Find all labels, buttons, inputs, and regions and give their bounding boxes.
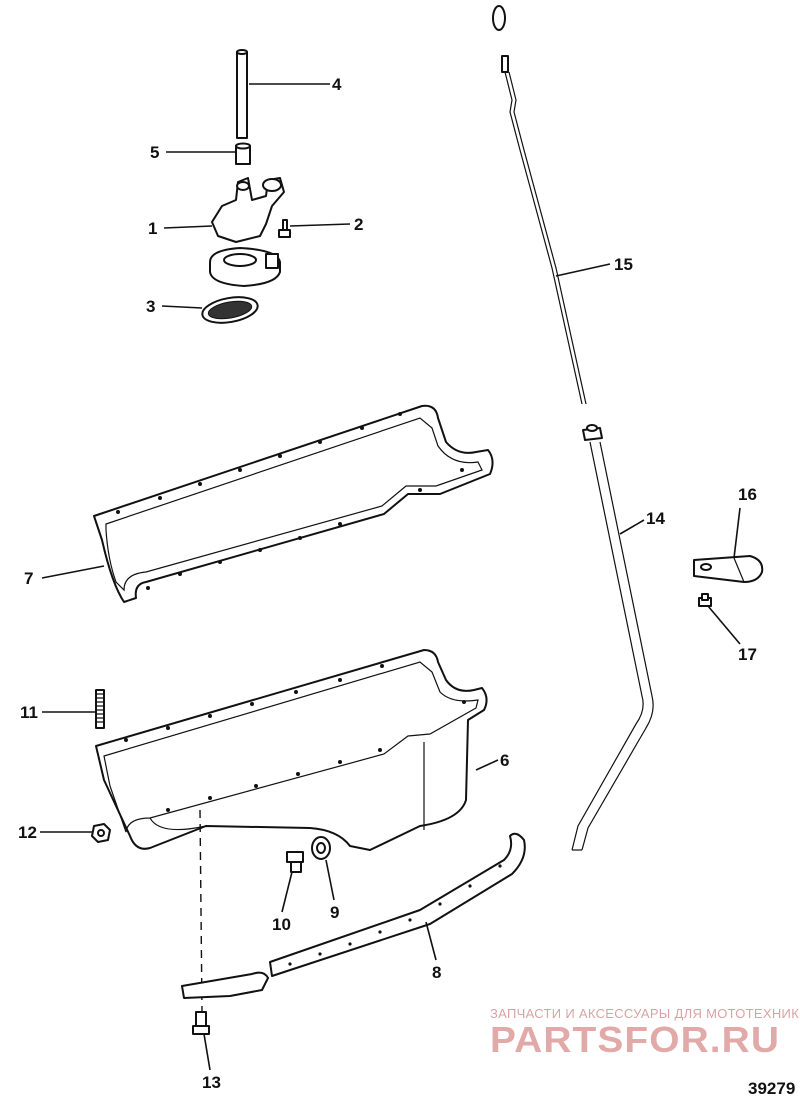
part-5-sleeve (235, 142, 251, 165)
callout-10: 10 (272, 915, 291, 934)
part-11-stud (95, 689, 105, 729)
part-3-screen (201, 296, 259, 324)
callout-1: 1 (148, 219, 157, 238)
part-15-dipstick (492, 5, 587, 405)
part-8-seal-strip (181, 832, 526, 999)
callout-5: 5 (150, 143, 159, 162)
leader-lines (40, 83, 741, 1071)
part-4-pickup-tube (236, 49, 248, 139)
callout-12: 12 (18, 823, 37, 842)
part-13-bolt (192, 1011, 210, 1035)
strip-holes (288, 864, 502, 966)
callout-11: 11 (20, 703, 38, 722)
watermark-brand: PARTSFOR.RU (490, 1019, 780, 1060)
callout-3: 3 (146, 297, 155, 316)
part-12-nut (91, 823, 111, 843)
figure-number: 39279 (748, 1079, 795, 1098)
callout-16: 16 (738, 485, 757, 504)
part-10-drain-plug (286, 851, 304, 873)
callout-6: 6 (500, 751, 509, 770)
part-2-bolt (278, 219, 291, 238)
part-7-pan-gasket (93, 404, 494, 603)
callout-17: 17 (738, 645, 757, 664)
pan-bolt-holes (124, 664, 466, 812)
part-6-oil-pan (95, 649, 488, 851)
callout-15: 15 (614, 255, 633, 274)
callout-13: 13 (202, 1073, 221, 1092)
part-9-washer (311, 836, 331, 860)
callout-2: 2 (354, 215, 363, 234)
callout-4: 4 (332, 75, 342, 94)
part-16-bracket (693, 555, 764, 583)
watermark-tagline: ЗАПЧАСТИ И АКСЕССУАРЫ ДЛЯ МОТОТЕХНИКИ (490, 1006, 800, 1021)
part-14-dipstick-tube (571, 424, 654, 851)
callout-labels: 4 5 1 2 3 15 14 16 17 7 11 12 6 10 9 8 1… (18, 75, 757, 1092)
part-17-screw (698, 593, 712, 607)
part-1-oil-pump (209, 177, 285, 287)
callout-14: 14 (646, 509, 665, 528)
callout-7: 7 (24, 569, 33, 588)
gasket-bolt-holes (116, 412, 464, 590)
callout-9: 9 (330, 903, 339, 922)
watermark: ЗАПЧАСТИ И АКСЕССУАРЫ ДЛЯ МОТОТЕХНИКИ PA… (490, 1006, 800, 1060)
alignment-line (199, 809, 203, 1013)
callout-8: 8 (432, 963, 441, 982)
